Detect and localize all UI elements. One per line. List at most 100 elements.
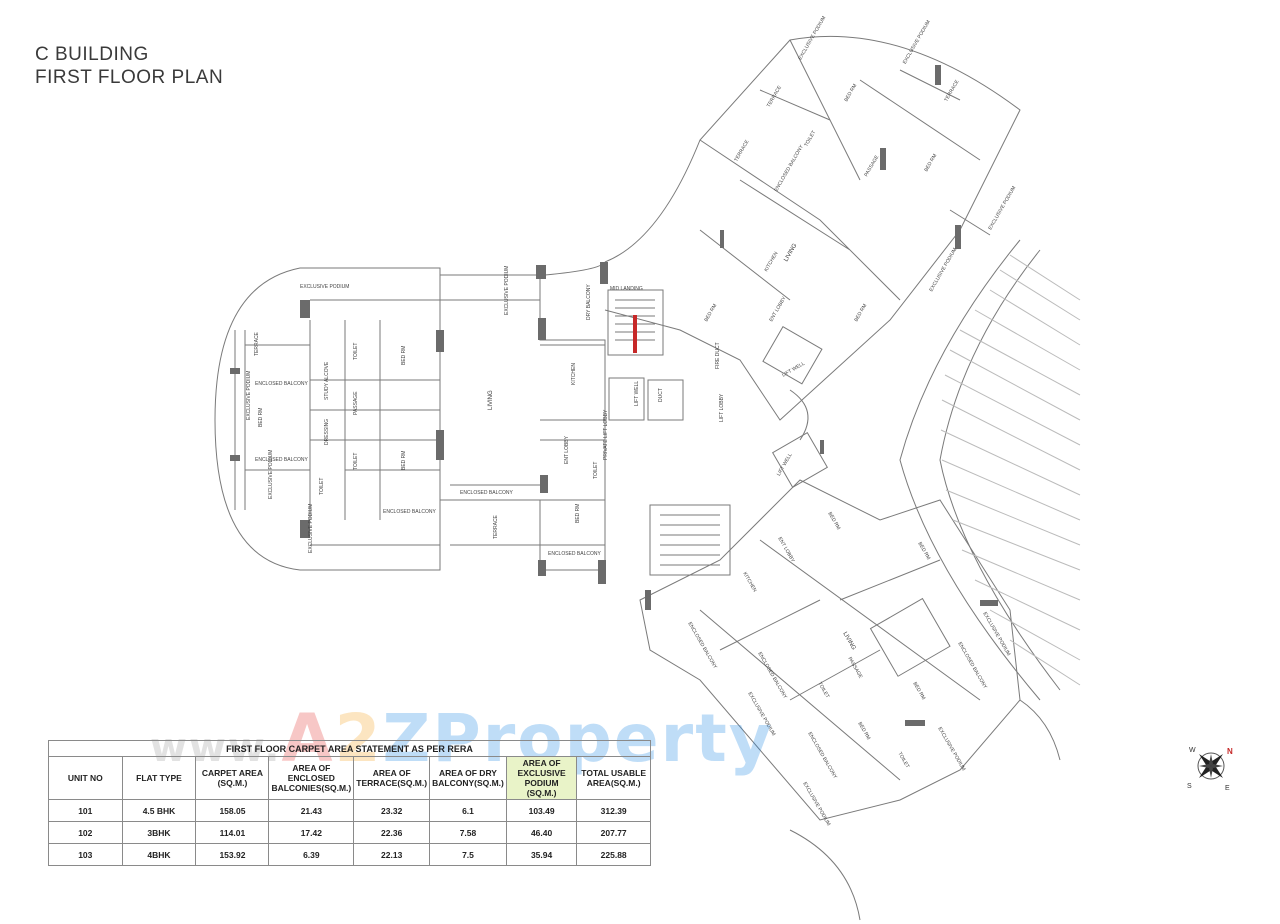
label-bed-rm-4: BED RM — [575, 504, 581, 523]
label-fire-duct: FIRE DUCT — [715, 342, 721, 369]
label-enclosed-balcony-5: ENCLOSED BALCONY — [548, 551, 601, 557]
col-unit-no: UNIT NO — [48, 756, 123, 800]
col-total-usable: TOTAL USABLE AREA(SQ.M.) — [576, 756, 651, 800]
label-terrace-4: TERRACE — [733, 139, 750, 163]
cell-unit: 101 — [48, 799, 123, 822]
col-enclosed-balconies: AREA OF ENCLOSED BALCONIES(SQ.M.) — [268, 756, 355, 800]
label-kitchen-2: KITCHEN — [763, 250, 779, 272]
cell-carpet: 153.92 — [195, 843, 270, 866]
cell-flat-type: 3BHK — [121, 821, 197, 844]
label-toilet-5: TOILET — [803, 130, 817, 148]
col-terrace: AREA OF TERRACE(SQ.M.) — [353, 756, 431, 800]
label-bed-rm-3: BED RM — [401, 451, 407, 470]
label-exclusive-podium-9: EXCLUSIVE PODIUM — [987, 185, 1017, 231]
cell-enclosed: 6.39 — [268, 843, 355, 866]
label-mid-landing: MID LANDING — [610, 286, 643, 292]
label-exclusive-podium-5: EXCLUSIVE PODIUM — [504, 266, 510, 315]
cell-carpet: 158.05 — [195, 799, 270, 822]
compass-w: W — [1189, 747, 1196, 754]
lift-well-core — [608, 377, 645, 421]
cell-dry: 7.58 — [429, 821, 507, 844]
table-row: 101 4.5 BHK 158.05 21.43 23.32 6.1 103.4… — [48, 799, 651, 822]
table-row: 102 3BHK 114.01 17.42 22.36 7.58 46.40 2… — [48, 821, 651, 844]
label-exclusive-podium-2: EXCLUSIVE PODIUM — [246, 371, 252, 420]
col-flat-type: FLAT TYPE — [121, 756, 197, 800]
cell-enclosed: 21.43 — [268, 799, 355, 822]
label-ent-lobby-1: ENT LOBBY — [564, 435, 570, 464]
col-dry-balcony: AREA OF DRY BALCONY(SQ.M.) — [429, 756, 507, 800]
cell-flat-type: 4BHK — [121, 843, 197, 866]
label-living-3: LIVING — [841, 631, 856, 651]
floor-title: FIRST FLOOR PLAN — [35, 67, 224, 88]
upper-right-wing-outline — [604, 35, 1021, 421]
cell-terrace: 22.13 — [353, 843, 431, 866]
label-ent-lobby-2: ENT LOBBY — [768, 295, 788, 323]
label-enclosed-balcony-7: ENCLOSED BALCONY — [686, 621, 718, 670]
carpet-area-table: FIRST FLOOR CARPET AREA STATEMENT AS PER… — [48, 740, 651, 866]
left-wing-outline — [214, 267, 441, 571]
label-toilet-7: TOILET — [816, 681, 830, 699]
label-kitchen-3: KITCHEN — [741, 571, 757, 593]
label-exclusive-podium-1: EXCLUSIVE PODIUM — [300, 284, 349, 290]
label-bed-rm-10: BED RM — [911, 681, 926, 701]
compass: N W S E — [1187, 747, 1233, 792]
label-passage-2: PASSAGE — [863, 154, 880, 178]
col-carpet-area: CARPET AREA (SQ.M.) — [195, 756, 270, 800]
cell-carpet: 114.01 — [195, 821, 270, 844]
stair-core — [607, 289, 664, 356]
label-exclusive-podium-8: EXCLUSIVE PODIUM — [928, 247, 958, 293]
cell-unit: 103 — [48, 843, 123, 866]
label-duct: DUCT — [658, 388, 664, 402]
cell-unit: 102 — [48, 821, 123, 844]
label-passage-1: PASSAGE — [353, 391, 359, 415]
cell-total: 207.77 — [576, 821, 651, 844]
compass-needle-north — [1211, 753, 1224, 766]
label-lift-well-1: LIFT WELL — [634, 381, 640, 406]
stair-accent — [633, 315, 637, 353]
label-toilet-3: TOILET — [319, 478, 325, 495]
cell-enclosed: 17.42 — [268, 821, 355, 844]
label-enclosed-balcony-8: ENCLOSED BALCONY — [756, 651, 788, 700]
label-exclusive-podium-12: EXCLUSIVE PODIUM — [936, 726, 966, 772]
label-lift-lobby: LIFT LOBBY — [719, 393, 725, 422]
col-exclusive-podium: AREA OF EXCLUSIVE PODIUM (SQ.M.) — [505, 756, 578, 800]
cell-dry: 6.1 — [429, 799, 507, 822]
label-study: STUDY ALCOVE — [324, 361, 330, 400]
label-lift-well-3: LIFT WELL — [781, 361, 806, 379]
label-exclusive-podium-3: EXCLUSIVE PODIUM — [268, 450, 274, 499]
plan-title: C BUILDING FIRST FLOOR PLAN — [35, 43, 223, 89]
label-kitchen-1: KITCHEN — [571, 363, 577, 385]
label-living-2: LIVING — [783, 243, 798, 263]
label-bed-rm-6: BED RM — [923, 153, 938, 173]
label-bed-rm-11: BED RM — [856, 721, 871, 741]
cell-total: 225.88 — [576, 843, 651, 866]
label-exclusive-podium-10: EXCLUSIVE PODIUM — [746, 691, 776, 737]
cell-terrace: 23.32 — [353, 799, 431, 822]
label-terrace-2: TERRACE — [493, 514, 499, 539]
table-caption: FIRST FLOOR CARPET AREA STATEMENT AS PER… — [48, 740, 651, 757]
label-passage-3: PASSAGE — [846, 656, 863, 680]
label-toilet-4: TOILET — [593, 462, 599, 479]
room-labels: EXCLUSIVE PODIUM TERRACE BED RM BED RM B… — [246, 266, 794, 557]
compass-n: N — [1227, 747, 1233, 756]
cell-dry: 7.5 — [429, 843, 507, 866]
label-bed-rm-2: BED RM — [401, 346, 407, 365]
label-bed-rm-7: BED RM — [853, 303, 868, 323]
cell-podium: 35.94 — [505, 843, 578, 866]
label-enclosed-balcony-6: ENCLOSED BALCONY — [773, 144, 805, 193]
label-terrace-3: TERRACE — [766, 84, 783, 108]
label-enclosed-balcony-3: ENCLOSED BALCONY — [383, 509, 436, 515]
label-bed-rm-1: BED RM — [258, 408, 264, 427]
label-dry-balcony-1: DRY BALCONY — [586, 284, 592, 320]
cell-podium: 103.49 — [505, 799, 578, 822]
label-ent-lobby-3: ENT LOBBY — [776, 536, 796, 564]
label-enclosed-balcony-9: ENCLOSED BALCONY — [956, 641, 988, 690]
label-toilet-1: TOILET — [353, 343, 359, 360]
compass-e: E — [1225, 785, 1230, 792]
cell-flat-type: 4.5 BHK — [121, 799, 197, 822]
label-terrace-1: TERRACE — [254, 331, 260, 356]
cell-total: 312.39 — [576, 799, 651, 822]
cell-terrace: 22.36 — [353, 821, 431, 844]
cell-podium: 46.40 — [505, 821, 578, 844]
label-toilet-2: TOILET — [353, 453, 359, 470]
